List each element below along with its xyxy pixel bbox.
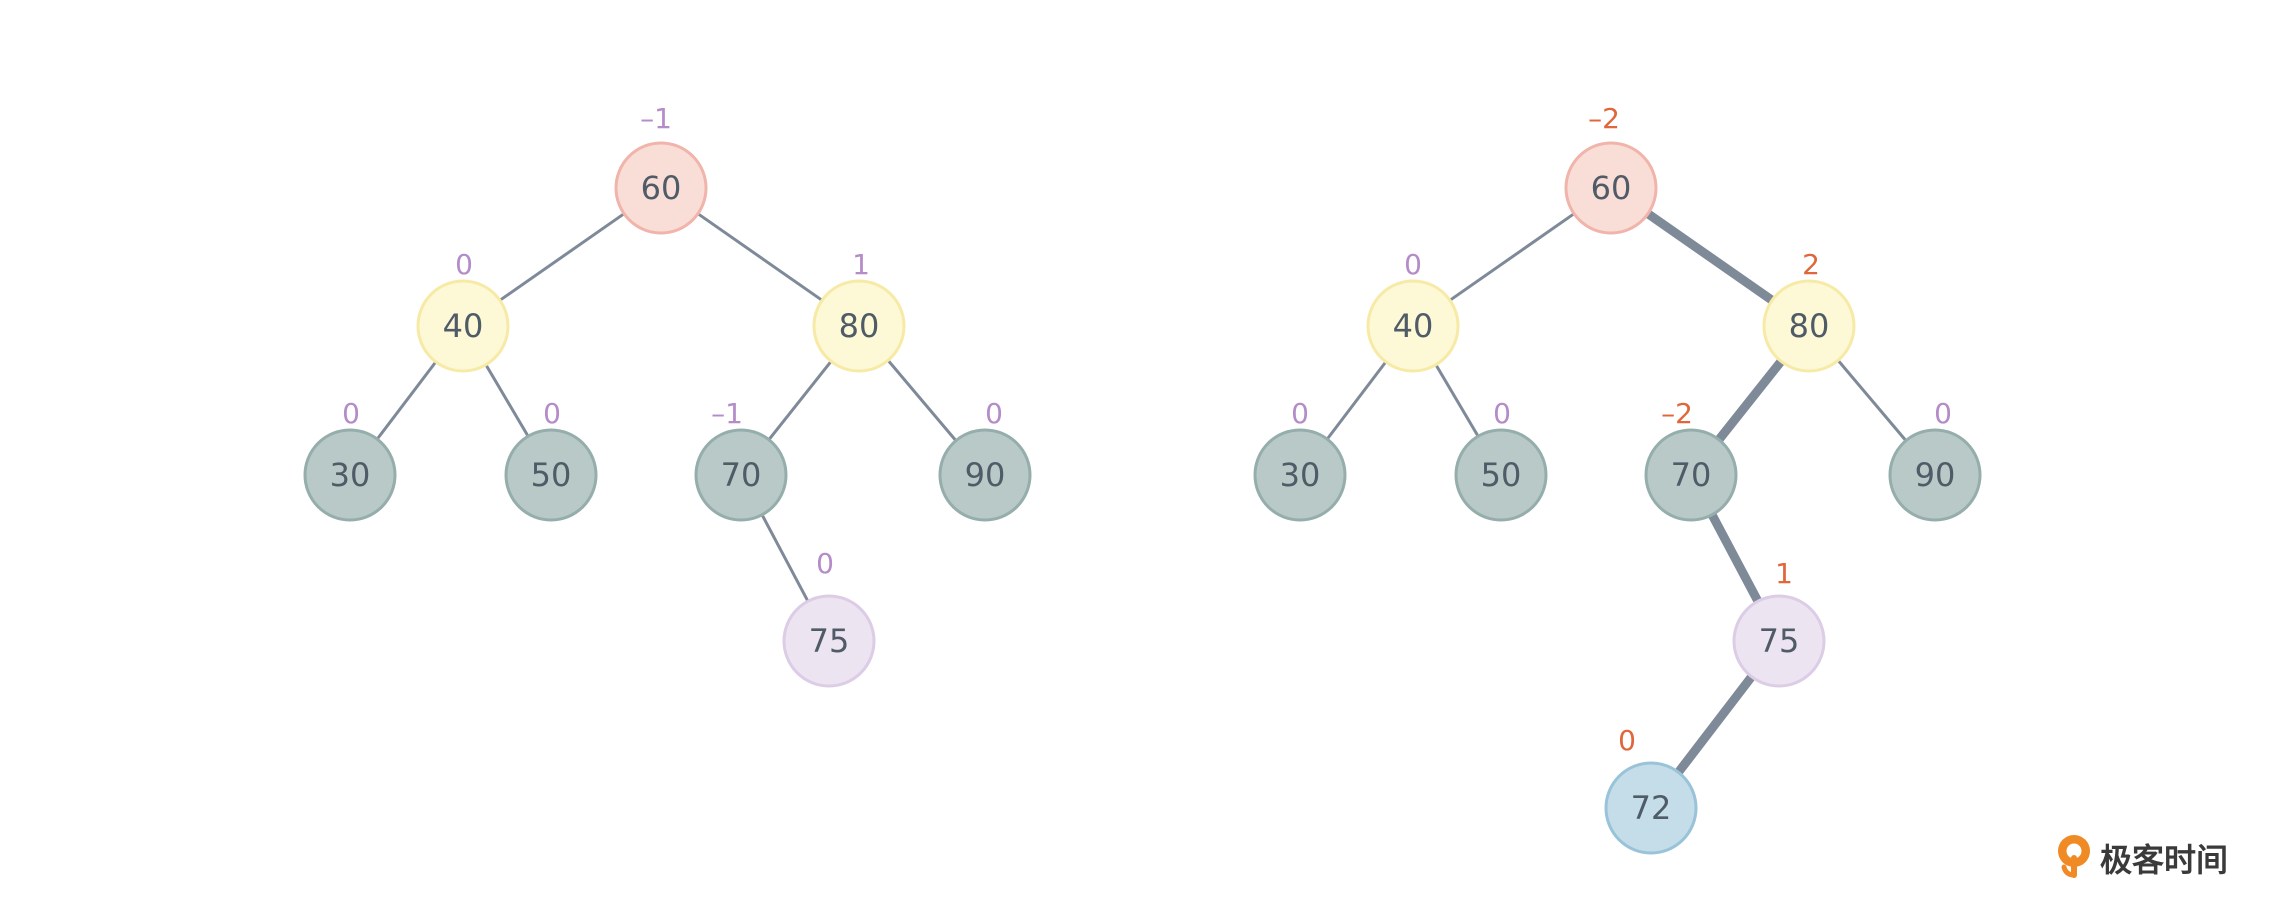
right-node-label-30: 30 [1280, 456, 1321, 494]
edges-layer [375, 209, 1908, 777]
right-node-30: 30 [1253, 428, 1347, 522]
right-node-label-40: 40 [1393, 307, 1434, 345]
left-node-label-70: 70 [721, 456, 762, 494]
right-node-circle-50 [1454, 428, 1548, 522]
left-node-90: 90 [938, 428, 1032, 522]
right-balance-factor-40: 0 [1404, 248, 1422, 281]
left-node-circle-80 [812, 279, 906, 373]
left-balance-factor-40: 0 [455, 248, 473, 281]
left-node-label-30: 30 [330, 456, 371, 494]
right-edge-80-90 [1836, 358, 1908, 443]
left-balance-factor-80: 1 [852, 248, 870, 281]
left-node-30: 30 [303, 428, 397, 522]
right-node-60: 60 [1564, 141, 1658, 235]
left-balance-factor-70: –1 [711, 397, 743, 430]
right-node-circle-60 [1564, 141, 1658, 235]
right-balance-factor-75: 1 [1775, 557, 1793, 590]
left-node-label-50: 50 [531, 456, 572, 494]
left-edge-40-50 [484, 363, 530, 438]
right-node-label-70: 70 [1671, 456, 1712, 494]
left-node-40: 40 [416, 279, 510, 373]
right-edge-40-50 [1434, 363, 1480, 438]
left-balance-factor-30: 0 [342, 397, 360, 430]
right-node-circle-72 [1604, 761, 1698, 855]
left-balance-factor-75: 0 [816, 547, 834, 580]
right-balance-factor-80: 2 [1802, 248, 1820, 281]
right-node-90: 90 [1888, 428, 1982, 522]
right-balance-factor-70: –2 [1661, 397, 1693, 430]
right-edge-60-40 [1448, 212, 1576, 302]
left-node-label-40: 40 [443, 307, 484, 345]
nodes-layer: 60 40 80 30 50 70 90 75 60 40 80 30 50 70 90 75 72 [303, 141, 1982, 855]
left-node-label-80: 80 [839, 307, 880, 345]
right-edge-40-30 [1325, 360, 1388, 441]
right-node-label-50: 50 [1481, 456, 1522, 494]
left-edge-80-70 [767, 359, 833, 442]
right-edge-75-72 [1673, 672, 1757, 777]
right-edge-70-75 [1707, 510, 1763, 606]
right-balance-factor-72: 0 [1618, 724, 1636, 757]
left-edge-60-80 [696, 212, 824, 302]
left-node-label-75: 75 [809, 622, 850, 660]
right-balance-factor-30: 0 [1291, 397, 1309, 430]
right-edge-80-70 [1714, 356, 1786, 445]
right-node-circle-75 [1732, 594, 1826, 688]
left-node-circle-90 [938, 428, 1032, 522]
left-node-circle-30 [303, 428, 397, 522]
left-node-circle-60 [614, 141, 708, 235]
left-node-circle-70 [694, 428, 788, 522]
left-node-50: 50 [504, 428, 598, 522]
left-edge-70-75 [760, 513, 810, 603]
right-balance-factor-50: 0 [1493, 397, 1511, 430]
geektime-logo-text: 极客时间 [2100, 841, 2229, 879]
left-node-circle-50 [504, 428, 598, 522]
right-node-label-72: 72 [1631, 789, 1672, 827]
right-balance-factor-90: 0 [1934, 397, 1952, 430]
left-node-circle-40 [416, 279, 510, 373]
right-node-circle-40 [1366, 279, 1460, 373]
right-node-circle-80 [1762, 279, 1856, 373]
geektime-logo-icon [2052, 831, 2096, 885]
right-node-label-60: 60 [1591, 169, 1632, 207]
right-node-50: 50 [1454, 428, 1548, 522]
left-edge-60-40 [498, 212, 626, 302]
left-node-label-90: 90 [965, 456, 1006, 494]
right-node-72: 72 [1604, 761, 1698, 855]
balance-labels-layer: –1 0 1 0 0 –1 0 0 –2 0 2 0 0 –2 0 1 0 [342, 102, 1952, 757]
geektime-logo: 极客时间 [2052, 831, 2228, 885]
left-node-circle-75 [782, 594, 876, 688]
right-balance-factor-60: –2 [1588, 102, 1620, 135]
right-node-label-75: 75 [1759, 622, 1800, 660]
right-node-80: 80 [1762, 279, 1856, 373]
left-node-label-60: 60 [641, 169, 682, 207]
left-node-60: 60 [614, 141, 708, 235]
left-edge-40-30 [375, 360, 438, 441]
left-edge-80-90 [886, 358, 958, 443]
right-edge-60-80 [1643, 209, 1777, 305]
right-node-75: 75 [1732, 594, 1826, 688]
right-node-circle-30 [1253, 428, 1347, 522]
left-node-75: 75 [782, 594, 876, 688]
right-node-label-90: 90 [1915, 456, 1956, 494]
left-balance-factor-50: 0 [543, 397, 561, 430]
left-node-80: 80 [812, 279, 906, 373]
left-node-70: 70 [694, 428, 788, 522]
right-node-40: 40 [1366, 279, 1460, 373]
right-node-label-80: 80 [1789, 307, 1830, 345]
right-node-circle-90 [1888, 428, 1982, 522]
left-balance-factor-90: 0 [985, 397, 1003, 430]
right-node-circle-70 [1644, 428, 1738, 522]
right-node-70: 70 [1644, 428, 1738, 522]
left-balance-factor-60: –1 [640, 102, 672, 135]
